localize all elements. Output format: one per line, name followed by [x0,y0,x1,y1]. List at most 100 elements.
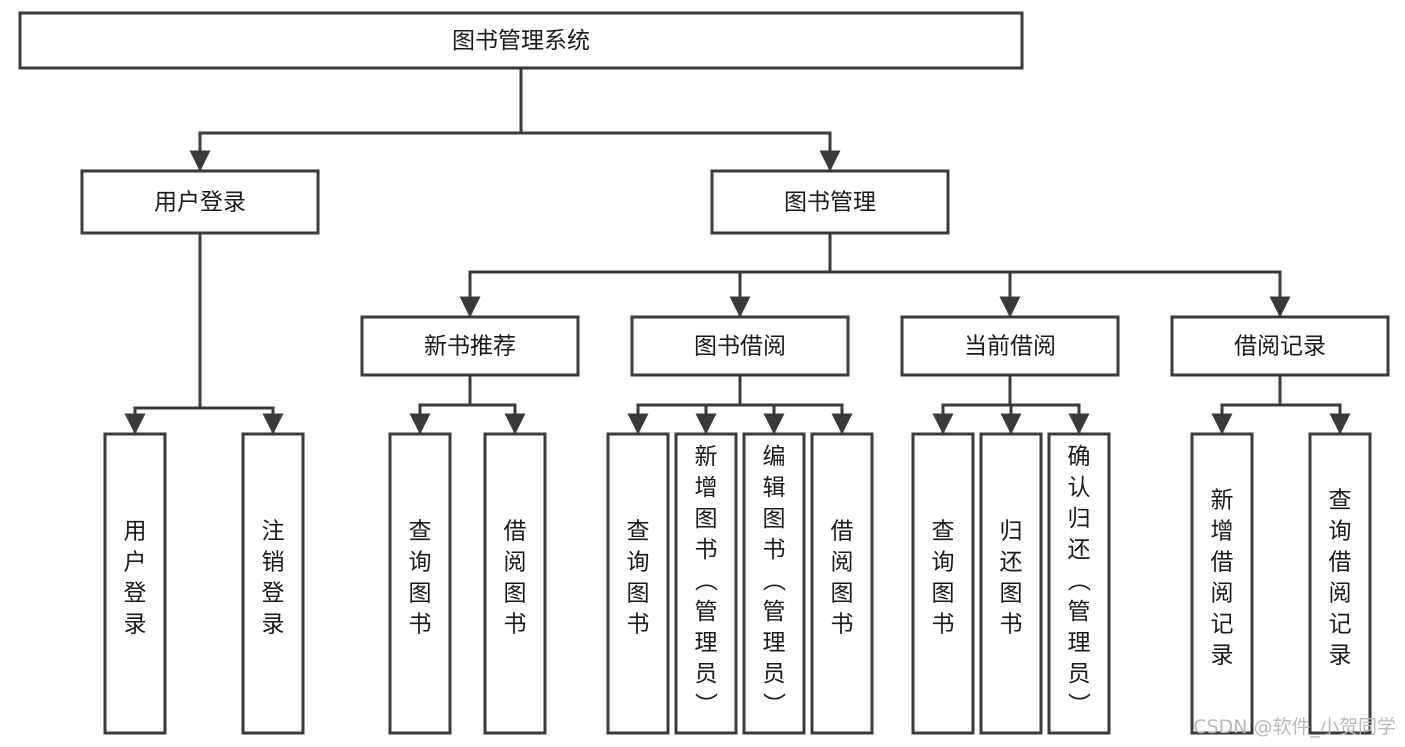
node-label-char: 书 [1000,612,1023,638]
node-label-char: 图 [695,506,718,532]
node-label-char: 员 [763,661,786,687]
node-label-char: 户 [124,550,147,576]
node-box-leaf-logout-login [241,432,305,735]
node-label-char: 查 [627,519,650,545]
node-label-char: 销 [262,550,285,576]
node-box-leaf-edit-book [742,432,806,735]
node-label-char: 记 [1329,612,1352,638]
node-label-char: ） [692,693,718,716]
node-label-char: 归 [1068,506,1091,532]
node-label-char: 新 [695,444,718,470]
node-label-char: 员 [1068,661,1091,687]
node-root[interactable]: 图书管理系统 [18,11,1024,70]
node-label-char: 查 [1329,488,1352,514]
node-label-char: 借 [1211,550,1234,576]
node-leaf-user-login[interactable]: 用户登录 [103,432,167,735]
node-label-char: 登 [124,581,147,607]
node-label-user-login: 用户登录 [154,190,246,216]
node-label-char: 阅 [1211,581,1234,607]
node-new-book-recommend[interactable]: 新书推荐 [360,315,580,377]
node-label-borrow-records: 借阅记录 [1234,334,1326,360]
node-label-char: 图 [763,506,786,532]
node-label-char: 阅 [831,550,854,576]
node-box-leaf-confirm-return [1047,432,1111,735]
node-book-borrow[interactable]: 图书借阅 [630,315,850,377]
node-book-management[interactable]: 图书管理 [710,169,950,235]
node-user-login[interactable]: 用户登录 [80,169,320,235]
node-label-char: 阅 [1329,581,1352,607]
node-label-char: 归 [1000,519,1023,545]
node-label-char: 管 [695,599,718,625]
node-label-char: 确 [1068,444,1091,470]
node-layer: 图书管理系统用户登录图书管理新书推荐图书借阅当前借阅借阅记录用户登录注销登录查询… [18,11,1390,735]
node-box-leaf-return-book [979,432,1043,735]
node-label-char: 询 [1329,519,1352,545]
node-label-char: 书 [504,612,527,638]
node-label-char: 书 [932,612,955,638]
node-box-leaf-user-login [103,432,167,735]
node-label-char: 图 [831,581,854,607]
node-label-char: 登 [262,581,285,607]
node-label-char: 借 [1329,550,1352,576]
node-label-char: 还 [1000,550,1023,576]
node-label-char: 用 [124,519,147,545]
node-label-char: ） [760,693,786,716]
node-label-char: 管 [763,599,786,625]
node-label-char: 录 [1329,643,1352,669]
node-label-char: （ [1065,569,1091,592]
node-label-char: 书 [695,537,718,563]
node-label-char: 借 [831,519,854,545]
node-current-borrow[interactable]: 当前借阅 [900,315,1120,377]
node-label-char: 辑 [763,475,786,501]
node-label-char: 认 [1068,475,1091,501]
node-label-char: 增 [695,475,718,501]
node-box-new-book-recommend [360,315,580,377]
node-box-current-borrow [900,315,1120,377]
node-label-char: 图 [504,581,527,607]
node-label-char: 图 [627,581,650,607]
node-box-leaf-borrow-book-2 [810,432,874,735]
node-label-char: 图 [932,581,955,607]
node-label-char: 图 [409,581,432,607]
node-label-new-book-recommend: 新书推荐 [424,334,516,360]
node-label-char: 书 [831,612,854,638]
node-label-char: 增 [1211,519,1234,545]
node-box-leaf-borrow-book-1 [483,432,547,735]
node-label-char: ） [1065,693,1091,716]
node-box-leaf-query-borrow-record [1308,432,1372,735]
node-box-borrow-records [1170,315,1390,377]
node-box-leaf-add-borrow-record [1190,432,1254,735]
node-box-book-management [710,169,950,235]
node-label-char: 书 [763,537,786,563]
node-label-char: 理 [763,630,786,656]
node-label-char: （ [760,569,786,592]
node-label-char: 查 [409,519,432,545]
node-label-char: （ [692,569,718,592]
node-borrow-records[interactable]: 借阅记录 [1170,315,1390,377]
node-label-char: 录 [1211,643,1234,669]
node-label-book-management: 图书管理 [784,190,876,216]
node-label-char: 阅 [504,550,527,576]
node-label-char: 借 [504,519,527,545]
node-label-book-borrow: 图书借阅 [694,334,786,360]
node-label-char: 新 [1211,488,1234,514]
node-label-char: 理 [695,630,718,656]
node-label-char: 询 [627,550,650,576]
node-box-leaf-query-book-1 [388,432,452,735]
node-label-char: 编 [763,444,786,470]
connector-layer [124,66,1351,435]
